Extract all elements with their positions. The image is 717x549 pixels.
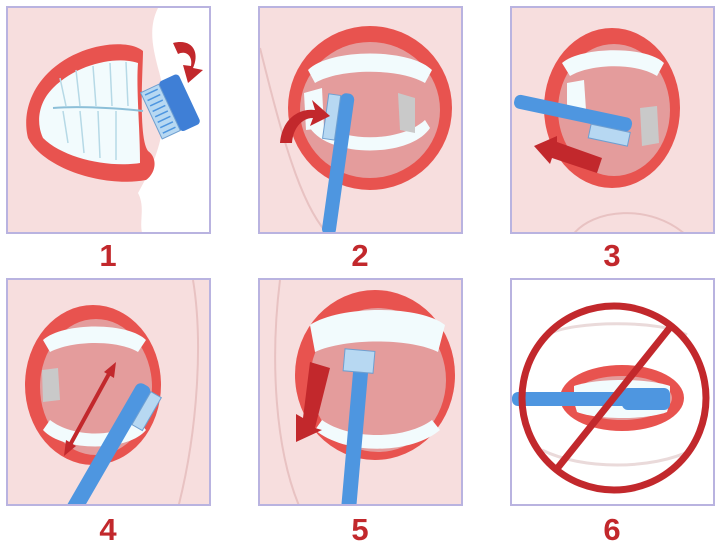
step-6-illustration — [512, 280, 715, 506]
step-4-illustration — [8, 280, 211, 506]
back-teeth — [398, 93, 415, 133]
bristles — [343, 349, 375, 374]
step-3-panel — [510, 6, 715, 234]
step-2-panel — [258, 6, 463, 234]
step-number-4: 4 — [78, 514, 138, 545]
back-teeth — [640, 106, 659, 146]
step-number-5: 5 — [330, 514, 390, 545]
step-1-illustration — [8, 8, 211, 234]
side-teeth — [42, 368, 60, 402]
step-number-2: 2 — [330, 240, 390, 271]
step-4-panel — [6, 278, 211, 506]
step-5-panel — [258, 278, 463, 506]
step-number-3: 3 — [582, 240, 642, 271]
step-6-panel — [510, 278, 715, 506]
step-number-1: 1 — [78, 240, 138, 271]
step-2-illustration — [260, 8, 463, 234]
step-5-illustration — [260, 280, 463, 506]
step-1-panel — [6, 6, 211, 234]
step-3-illustration — [512, 8, 715, 234]
step-number-6: 6 — [582, 514, 642, 545]
brush-head — [622, 388, 670, 410]
